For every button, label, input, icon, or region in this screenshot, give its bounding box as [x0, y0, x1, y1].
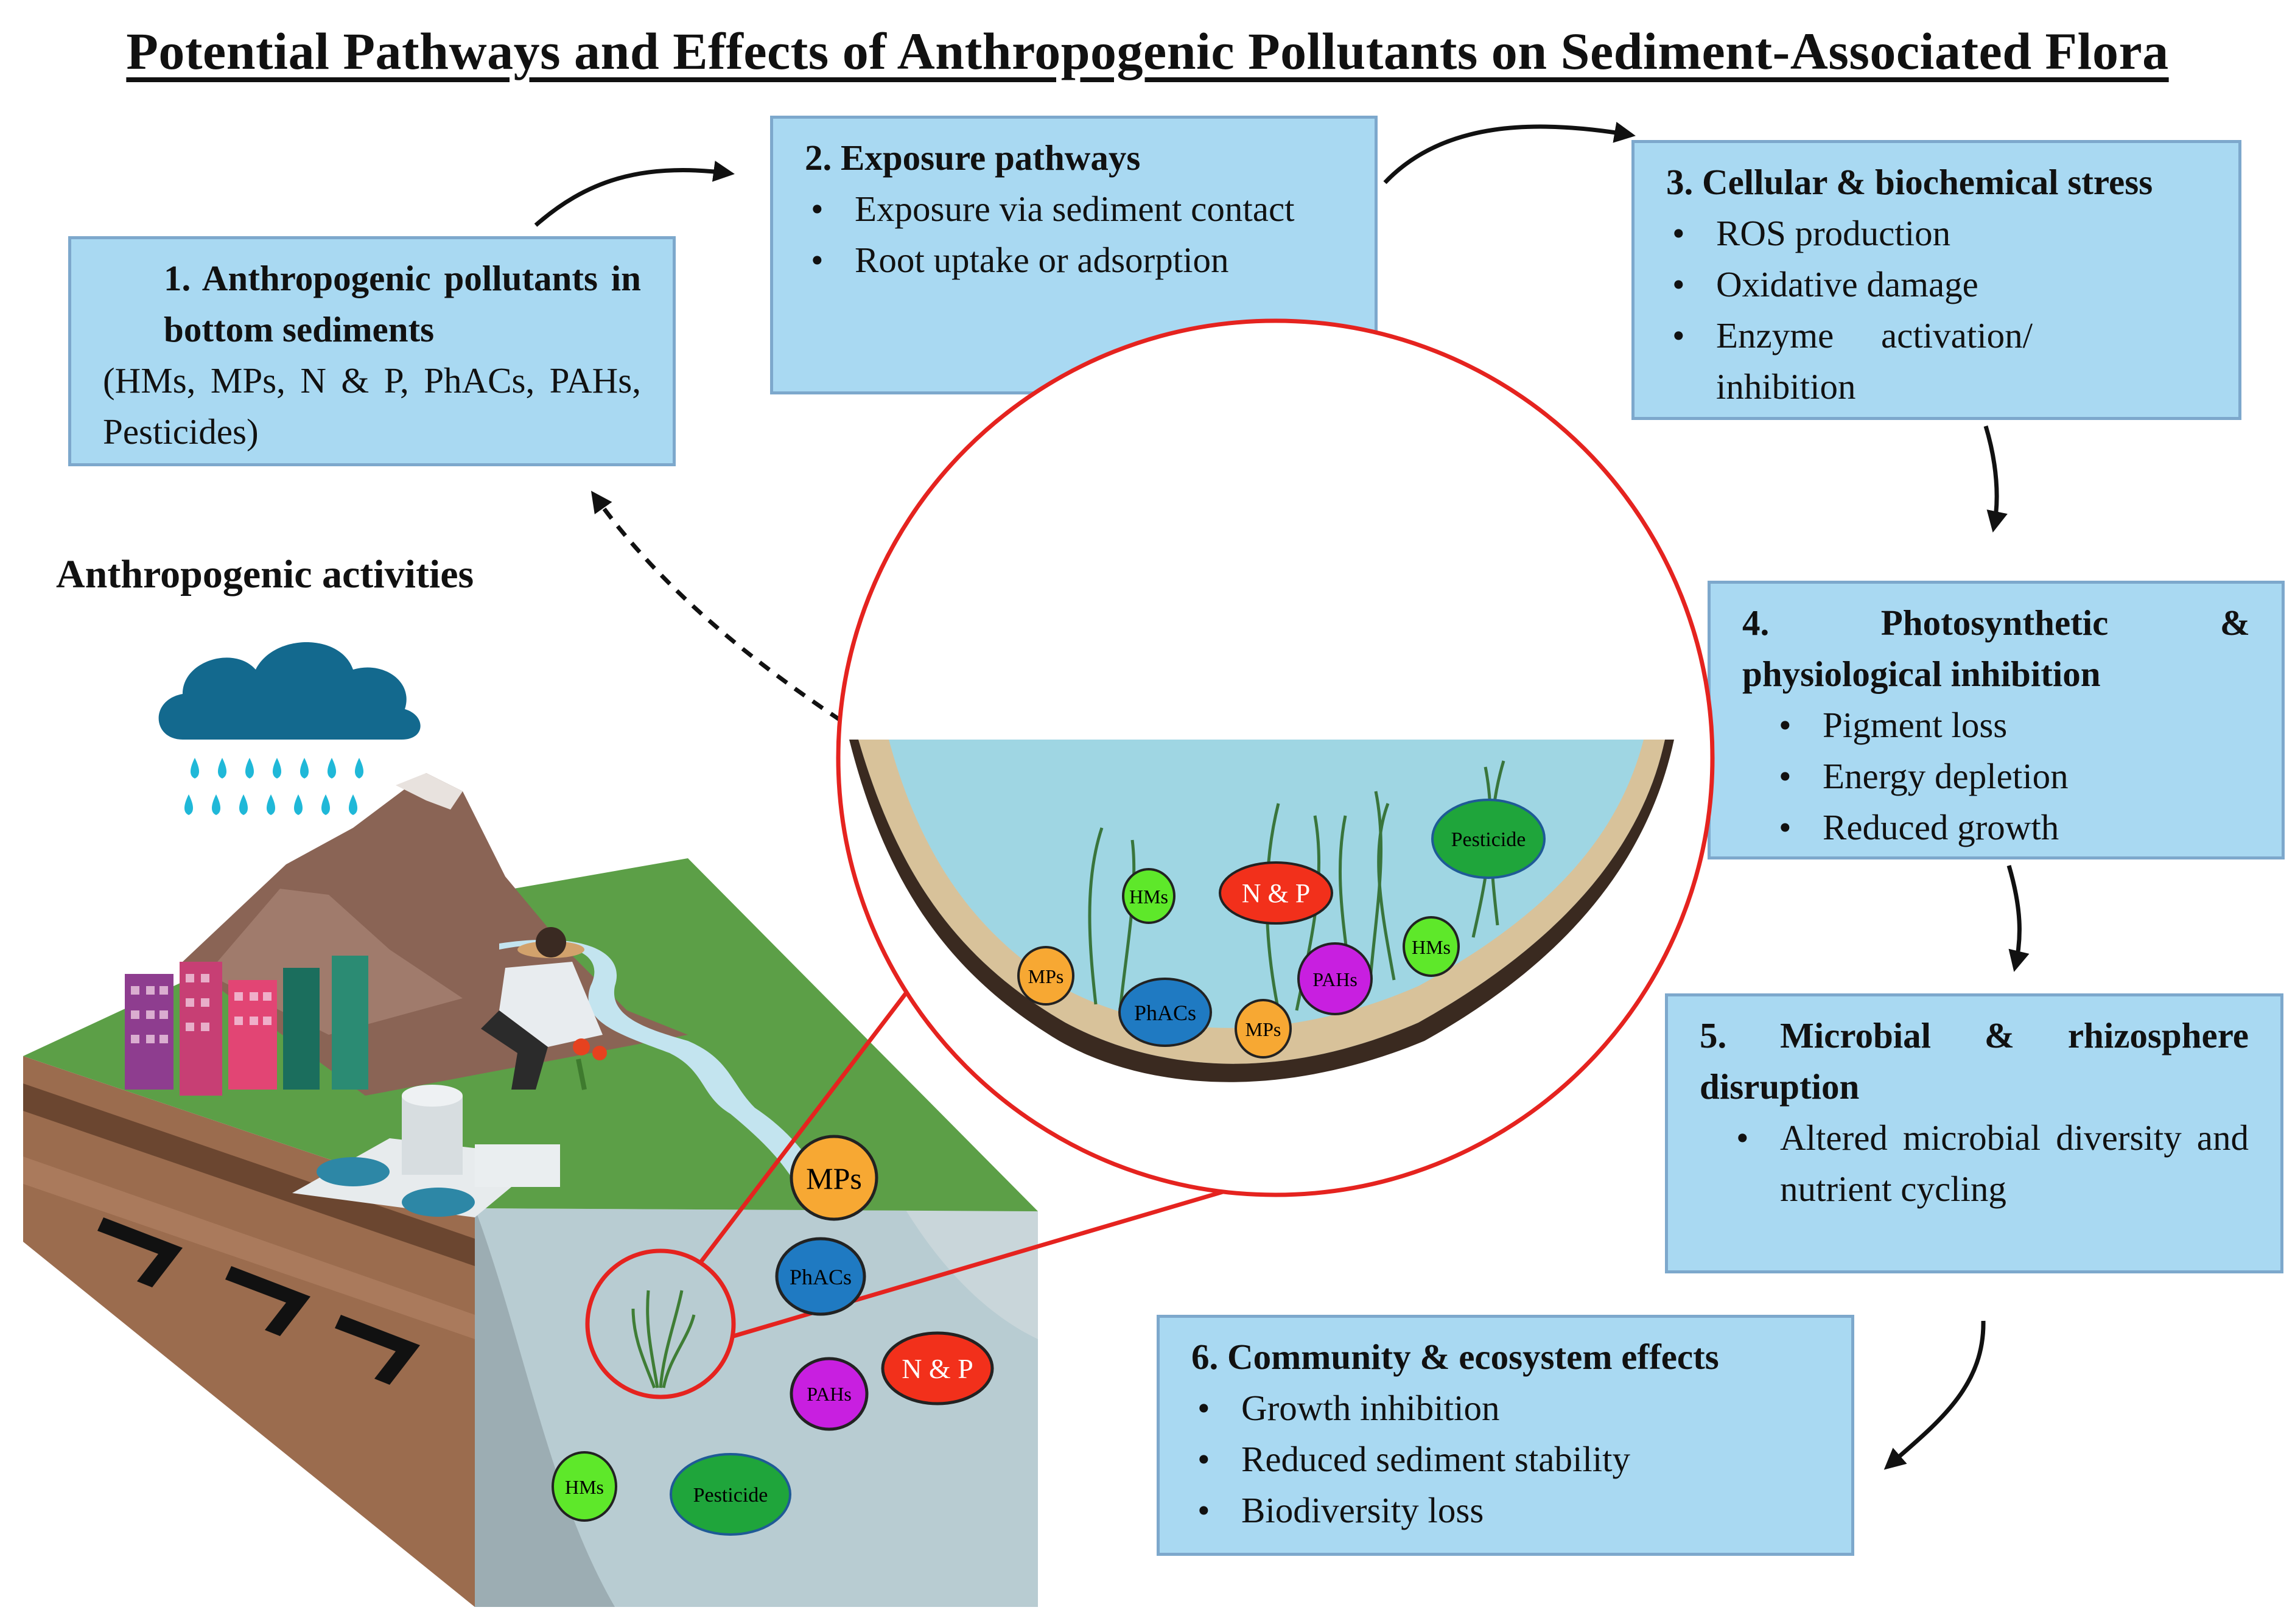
block-np-label: N & P [902, 1353, 973, 1384]
rain-cloud-icon [158, 642, 421, 815]
box-3-list: ROS production Oxidative damage Enzyme a… [1666, 208, 2207, 412]
zoom-hms-marker: HMs [1122, 868, 1176, 924]
box-4-item-3: Reduced growth [1779, 802, 2250, 853]
box-6-community: 6. Community & ecosystem effects Growth … [1157, 1315, 1854, 1556]
treatment-plant-icon [292, 1085, 560, 1217]
anthropogenic-activities-label: Anthropogenic activities [56, 552, 474, 597]
zoom-hms-label: HMs [1129, 886, 1168, 908]
arrow-4-to-5 [2006, 865, 2030, 972]
box-6-title: 6. Community & ecosystem effects [1191, 1337, 1719, 1377]
block-mps-marker: MPs [790, 1135, 878, 1221]
block-phacs-marker: PhACs [775, 1237, 866, 1316]
box-4-item-2: Energy depletion [1779, 751, 2250, 802]
zoom-pesticide-marker: Pesticide [1431, 799, 1546, 879]
box-2-title: 2. Exposure pathways [805, 138, 1141, 178]
block-pahs-label: PAHs [807, 1383, 852, 1405]
block-phacs-label: PhACs [790, 1265, 852, 1289]
arrow-dashed-to-box1 [590, 491, 1088, 867]
zoom-phacs-label: PhACs [1134, 1001, 1196, 1025]
flow-chevrons-icon [97, 1217, 420, 1385]
box-1-note: (HMs, MPs, N & P, PhACs, PAHs, Pesticide… [103, 360, 641, 452]
box-3-item-3: Enzyme activation/ inhibition [1672, 310, 2033, 412]
zoom-pahs-marker: PAHs [1297, 942, 1373, 1015]
block-hms-marker: HMs [552, 1451, 617, 1522]
arrow-5-to-6 [1883, 1320, 1986, 1470]
zoom-mps-label: MPs [1028, 965, 1064, 987]
magnified-spot [585, 1248, 736, 1399]
box-4-item-1: Pigment loss [1779, 699, 2250, 751]
block-pesticide-marker: Pesticide [670, 1453, 791, 1536]
box-4-list: Pigment loss Energy depletion Reduced gr… [1742, 699, 2250, 853]
box-3-cellular-stress: 3. Cellular & biochemical stress ROS pro… [1631, 140, 2241, 420]
zoom-np-label: N & P [1242, 878, 1310, 908]
zoom-circle [836, 318, 1715, 1197]
block-pahs-marker: PAHs [790, 1357, 869, 1431]
box-5-title: 5. Microbial & rhizosphere disruption [1700, 1015, 2249, 1107]
zoom-line-top [698, 966, 927, 1265]
block-np-marker: N & P [881, 1331, 994, 1405]
farmer-icon [481, 927, 607, 1090]
box-6-item-2: Reduced sediment stability [1197, 1433, 1820, 1485]
zoom-np-marker: N & P [1219, 861, 1333, 925]
block-pollutants: MPs PhACs PAHs N & P HMs Pesticide [552, 1135, 994, 1536]
zoom-mps-marker: MPs [1017, 946, 1074, 1006]
box-5-microbial: 5. Microbial & rhizosphere disruption Al… [1665, 993, 2283, 1273]
city-buildings-icon [125, 956, 368, 1096]
box-2-list: Exposure via sediment contact Root uptak… [805, 183, 1343, 285]
box-6-item-1: Growth inhibition [1197, 1382, 1820, 1433]
box-4-title: 4. Photosynthetic & physiological inhibi… [1742, 603, 2250, 694]
box-2-item-1: Exposure via sediment contact [811, 183, 1343, 234]
zoom-pahs-label: PAHs [1312, 968, 1358, 990]
landscape-block [23, 773, 1038, 1607]
block-mps-label: MPs [806, 1161, 862, 1195]
zoom-hms-label-2: HMs [1412, 936, 1451, 958]
box-4-photosynthetic: 4. Photosynthetic & physiological inhibi… [1708, 581, 2285, 859]
zoom-phacs-marker: PhACs [1118, 978, 1212, 1047]
box-1-title: 1. Anthropogenic pollutants in bottom se… [164, 258, 641, 349]
zoom-mps-marker-2: MPs [1235, 999, 1292, 1059]
zoom-hms-marker-2: HMs [1403, 916, 1460, 977]
zoom-pollutants: HMs N & P Pesticide MPs PhACs PAHs [1017, 799, 1546, 1059]
box-5-item-1: Altered microbial diversity and nutrient… [1736, 1112, 2249, 1214]
box-3-item-1: ROS production [1672, 208, 2207, 259]
zoom-mps-label-2: MPs [1246, 1018, 1281, 1040]
arrow-2-to-3 [1383, 122, 1636, 184]
diagram-title: Potential Pathways and Effects of Anthro… [126, 22, 2169, 80]
box-3-item-2: Oxidative damage [1672, 259, 2207, 310]
zoom-pesticide-label: Pesticide [1451, 828, 1526, 851]
box-6-item-3: Biodiversity loss [1197, 1485, 1820, 1536]
box-1-pollutants: 1. Anthropogenic pollutants in bottom se… [68, 236, 676, 466]
box-2-exposure: 2. Exposure pathways Exposure via sedime… [770, 116, 1378, 394]
arrow-3-to-4 [1983, 425, 2008, 533]
arrow-1-to-2 [534, 160, 735, 227]
box-3-title: 3. Cellular & biochemical stress [1666, 162, 2153, 202]
box-5-list: Altered microbial diversity and nutrient… [1700, 1112, 2249, 1214]
block-pesticide-label: Pesticide [693, 1484, 768, 1507]
box-2-item-2: Root uptake or adsorption [811, 234, 1343, 285]
box-6-list: Growth inhibition Reduced sediment stabi… [1191, 1382, 1820, 1536]
block-hms-label: HMs [565, 1476, 604, 1498]
